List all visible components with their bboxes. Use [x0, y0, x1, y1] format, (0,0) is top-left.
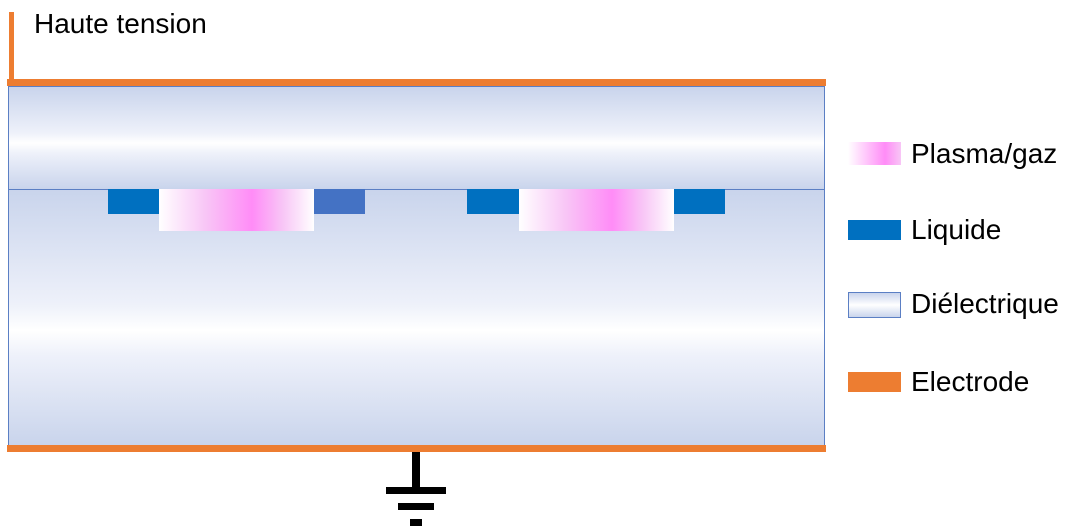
ground-bar-2 [398, 503, 434, 510]
electrode-swatch [848, 372, 901, 392]
legend-label-dielectric: Diélectrique [911, 288, 1059, 319]
channel-1-liquid-left [108, 189, 160, 214]
legend-label-liquid: Liquide [911, 214, 1002, 245]
dielectric-swatch [848, 292, 901, 318]
channel-2-liquid-right [674, 189, 725, 214]
plasma-swatch [848, 142, 901, 165]
ground-bar-1 [386, 487, 446, 494]
high-voltage-lead [9, 12, 14, 83]
ground-stem [412, 452, 420, 487]
legend-label-electrode: Electrode [911, 366, 1030, 397]
top-electrode [7, 79, 826, 86]
ground-bar-3 [410, 519, 422, 526]
high-voltage-label: Haute tension [34, 8, 207, 39]
channel-2-plasma [519, 189, 674, 231]
bottom-dielectric [8, 189, 825, 446]
legend-label-plasma: Plasma/gaz [911, 138, 1058, 169]
liquid-swatch [848, 220, 901, 240]
channel-1-plasma [159, 189, 314, 231]
channel-2-liquid-left [467, 189, 519, 214]
top-dielectric [8, 86, 825, 190]
bottom-electrode [7, 445, 826, 452]
channel-1-liquid-right [314, 189, 365, 214]
